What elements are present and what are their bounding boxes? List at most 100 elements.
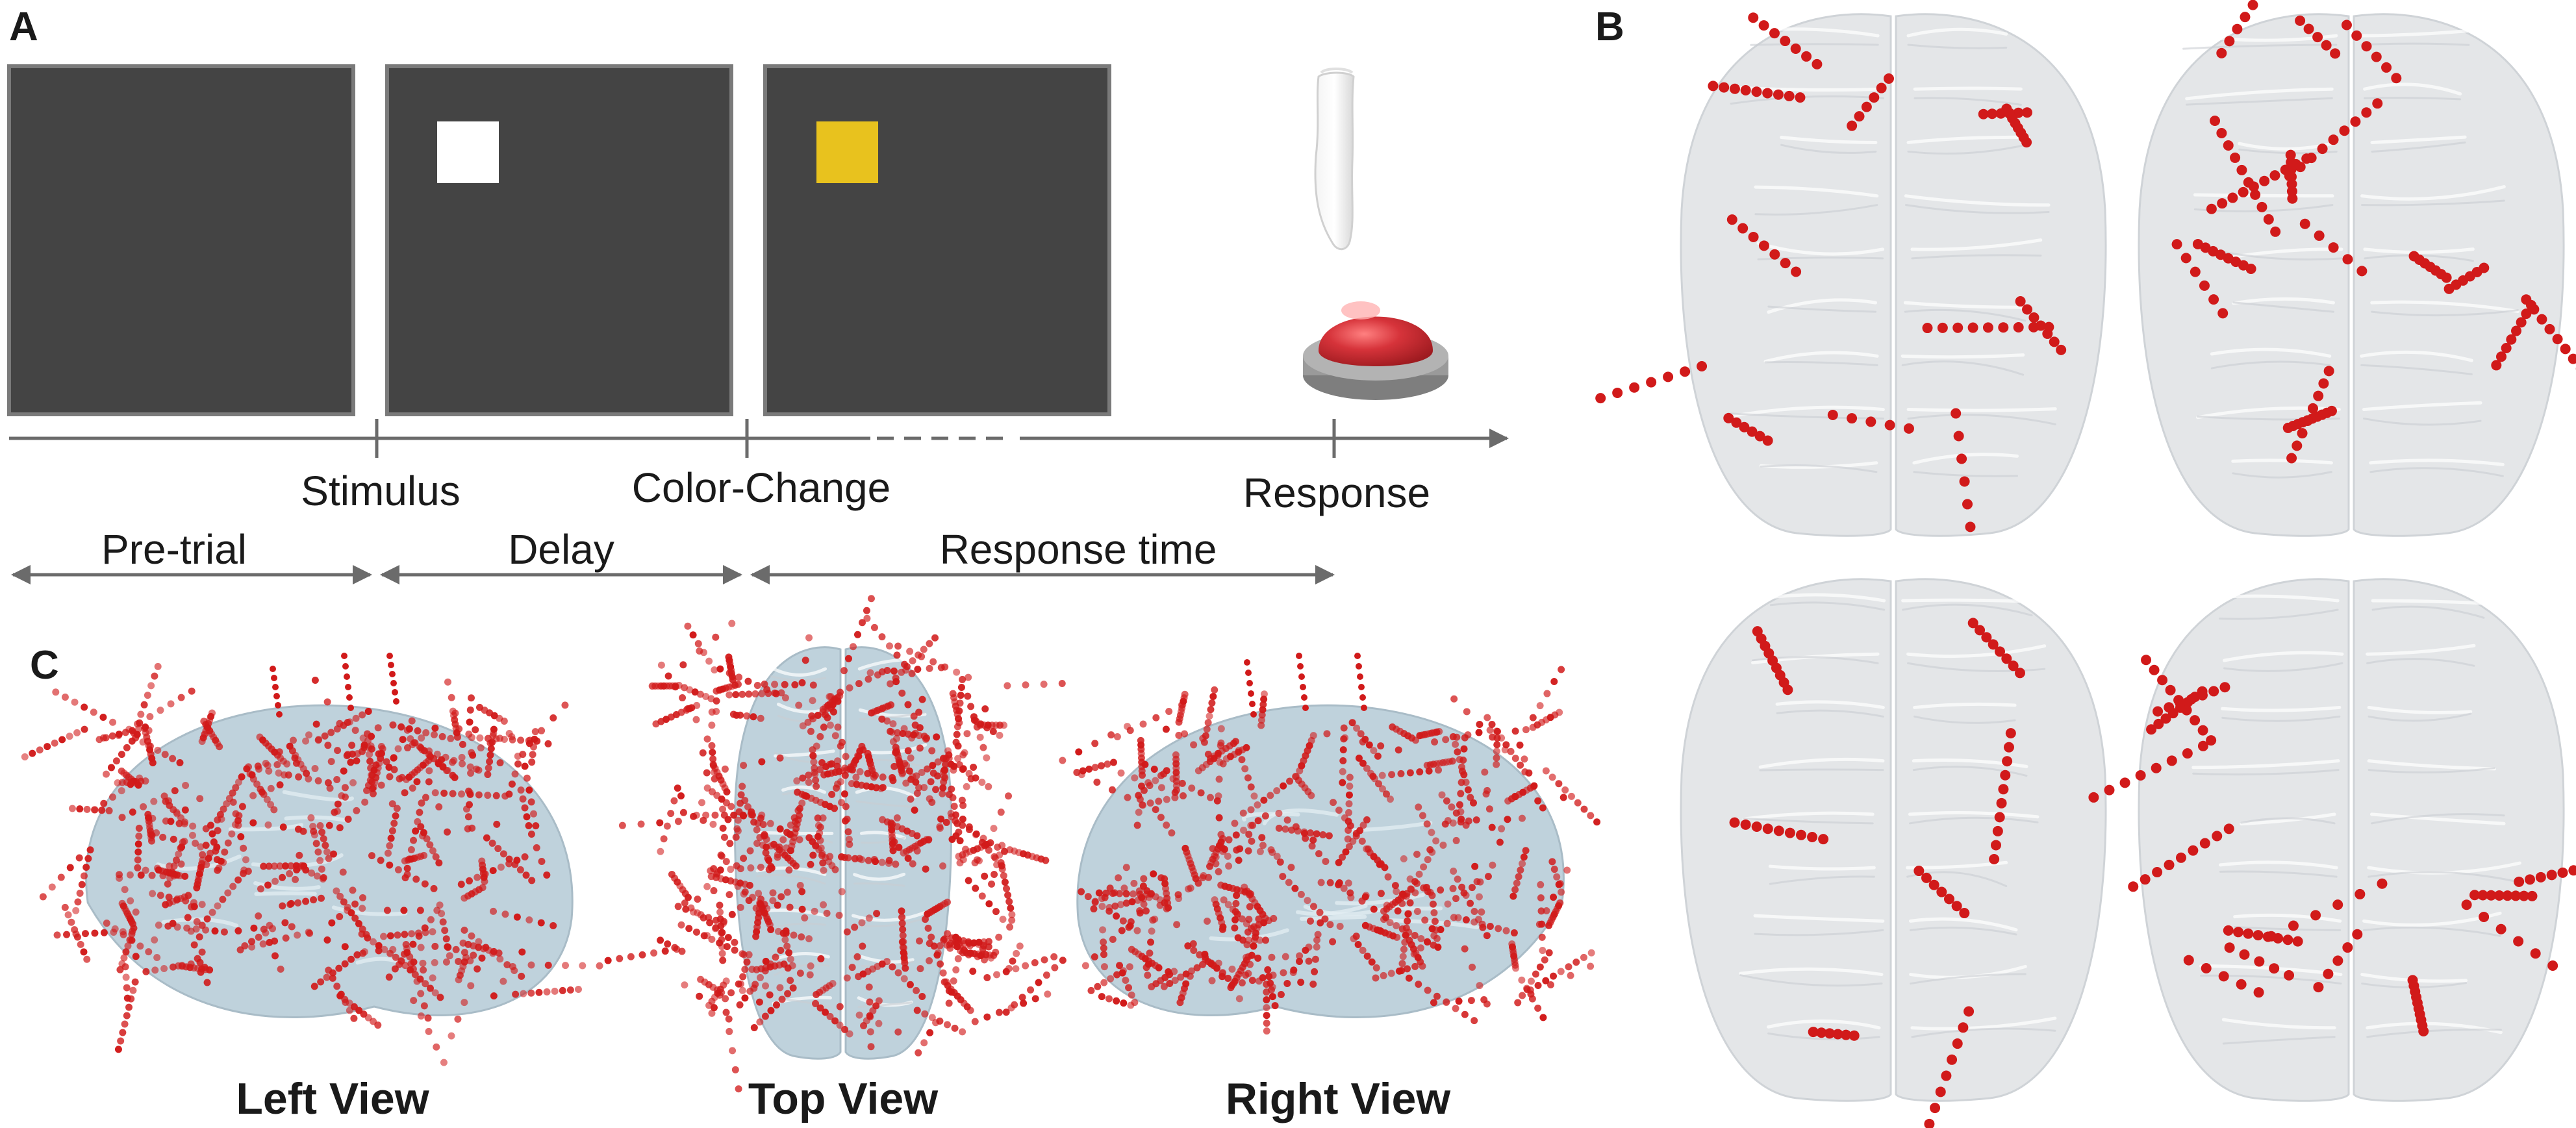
electrode-contact <box>442 958 450 966</box>
electrode-contact <box>153 829 160 836</box>
electrode-contact <box>732 833 740 841</box>
electrode-contact <box>2418 1025 2429 1036</box>
electrode-contact <box>950 977 957 985</box>
electrode-contact <box>1352 829 1360 837</box>
electrode-contact <box>811 764 818 772</box>
electrode-contact <box>1139 883 1147 890</box>
electrode-contact <box>1374 752 1382 760</box>
electrode-contact <box>718 929 726 936</box>
electrode-contact <box>1941 1070 1952 1081</box>
electrode-contact <box>108 732 116 740</box>
electrode-contact <box>950 762 958 770</box>
electrode-contact <box>865 675 872 683</box>
electrode-contact <box>764 690 772 697</box>
electrode-contact <box>707 695 715 703</box>
electrode-contact <box>424 1014 432 1022</box>
electrode-contact <box>128 737 136 745</box>
electrode-contact <box>2318 378 2329 389</box>
electrode-contact <box>1041 956 1048 964</box>
electrode-contact <box>867 595 875 603</box>
electrode-contact <box>224 839 232 847</box>
electrode-contact <box>2157 675 2168 686</box>
electrode-contact <box>277 965 284 973</box>
electrode-contact <box>1005 965 1013 973</box>
electrode-contact <box>1224 901 1232 909</box>
electrode-contact <box>164 880 171 888</box>
electrode-contact <box>835 912 843 920</box>
electrode-contact <box>890 838 898 846</box>
electrode-contact <box>913 1007 921 1014</box>
electrode-contact <box>1612 387 1623 398</box>
electrode-contact <box>1812 58 1823 69</box>
electrode-contact <box>1259 842 1267 849</box>
electrode-contact <box>878 859 886 866</box>
electrode-contact <box>1171 788 1179 796</box>
electrode-contact <box>2495 923 2507 934</box>
electrode-contact <box>2302 416 2313 427</box>
electrode-contact <box>1296 952 1304 960</box>
electrode-contact <box>416 907 424 914</box>
electrode-contact <box>959 1028 966 1036</box>
electrode-contact <box>976 733 984 741</box>
electrode-contact <box>192 925 200 933</box>
electrode-contact <box>1791 266 1802 277</box>
electrode-contact <box>1339 853 1346 861</box>
electrode-contact <box>443 767 451 775</box>
electrode-contact <box>440 1059 448 1066</box>
electrode-contact <box>2253 987 2264 998</box>
electrode-contact <box>325 821 333 829</box>
electrode-contact <box>1402 924 1410 932</box>
electrode-contact <box>677 792 685 800</box>
electrode-contact <box>1382 914 1390 921</box>
electrode-contact <box>461 926 468 934</box>
electrode-contact <box>517 786 525 794</box>
electrode-contact <box>1365 741 1373 749</box>
electrode-contact <box>1311 968 1319 975</box>
electrode-contact <box>758 811 766 819</box>
electrode-contact <box>1275 810 1283 818</box>
electrode-contact <box>1181 730 1189 738</box>
electrode-contact <box>455 725 463 733</box>
electrode-contact <box>1400 855 1408 862</box>
electrode-contact <box>1443 999 1450 1007</box>
electrode-contact <box>1739 421 1750 432</box>
electrode-contact <box>1244 774 1252 782</box>
electrode-contact <box>490 992 498 1000</box>
electrode-contact <box>809 851 817 859</box>
electrode-contact <box>518 948 526 956</box>
electrode-contact <box>374 1021 382 1029</box>
electrode-contact <box>364 934 372 942</box>
electrode-contact <box>2227 192 2238 203</box>
electrode-contact <box>983 754 991 762</box>
electrode-contact <box>2323 366 2334 377</box>
electrode-contact <box>1160 983 1168 990</box>
electrode-contact <box>1424 986 1432 994</box>
electrode-contact <box>1723 412 1734 423</box>
electrode-contact <box>952 832 960 840</box>
electrode-contact <box>323 936 331 944</box>
electrode-contact <box>1208 699 1216 707</box>
electrode-contact <box>845 835 853 843</box>
electrode-contact <box>1511 755 1519 762</box>
electrode-contact <box>1406 769 1414 777</box>
electrode-contact <box>928 1014 936 1021</box>
electrode-contact <box>959 765 967 773</box>
electrode-contact <box>776 825 784 833</box>
electrode-contact <box>1484 873 1492 881</box>
electrode-contact <box>1231 908 1239 916</box>
electrode-contact <box>519 795 527 803</box>
electrode-contact <box>1992 825 2003 836</box>
electrode-contact <box>1326 879 1334 886</box>
electrode-contact <box>561 701 569 709</box>
electrode-contact <box>1322 857 1330 865</box>
electrode-contact <box>198 921 206 929</box>
electrode-contact <box>1133 821 1141 829</box>
electrode-contact <box>1498 734 1506 742</box>
electrode-contact <box>896 758 903 766</box>
electrode-contact <box>1152 714 1160 721</box>
electrode-contact <box>978 779 986 786</box>
electrode-contact <box>1456 801 1463 808</box>
electrode-contact <box>147 682 155 690</box>
electrode-contact <box>1953 431 1964 442</box>
electrode-contact <box>1280 969 1287 977</box>
